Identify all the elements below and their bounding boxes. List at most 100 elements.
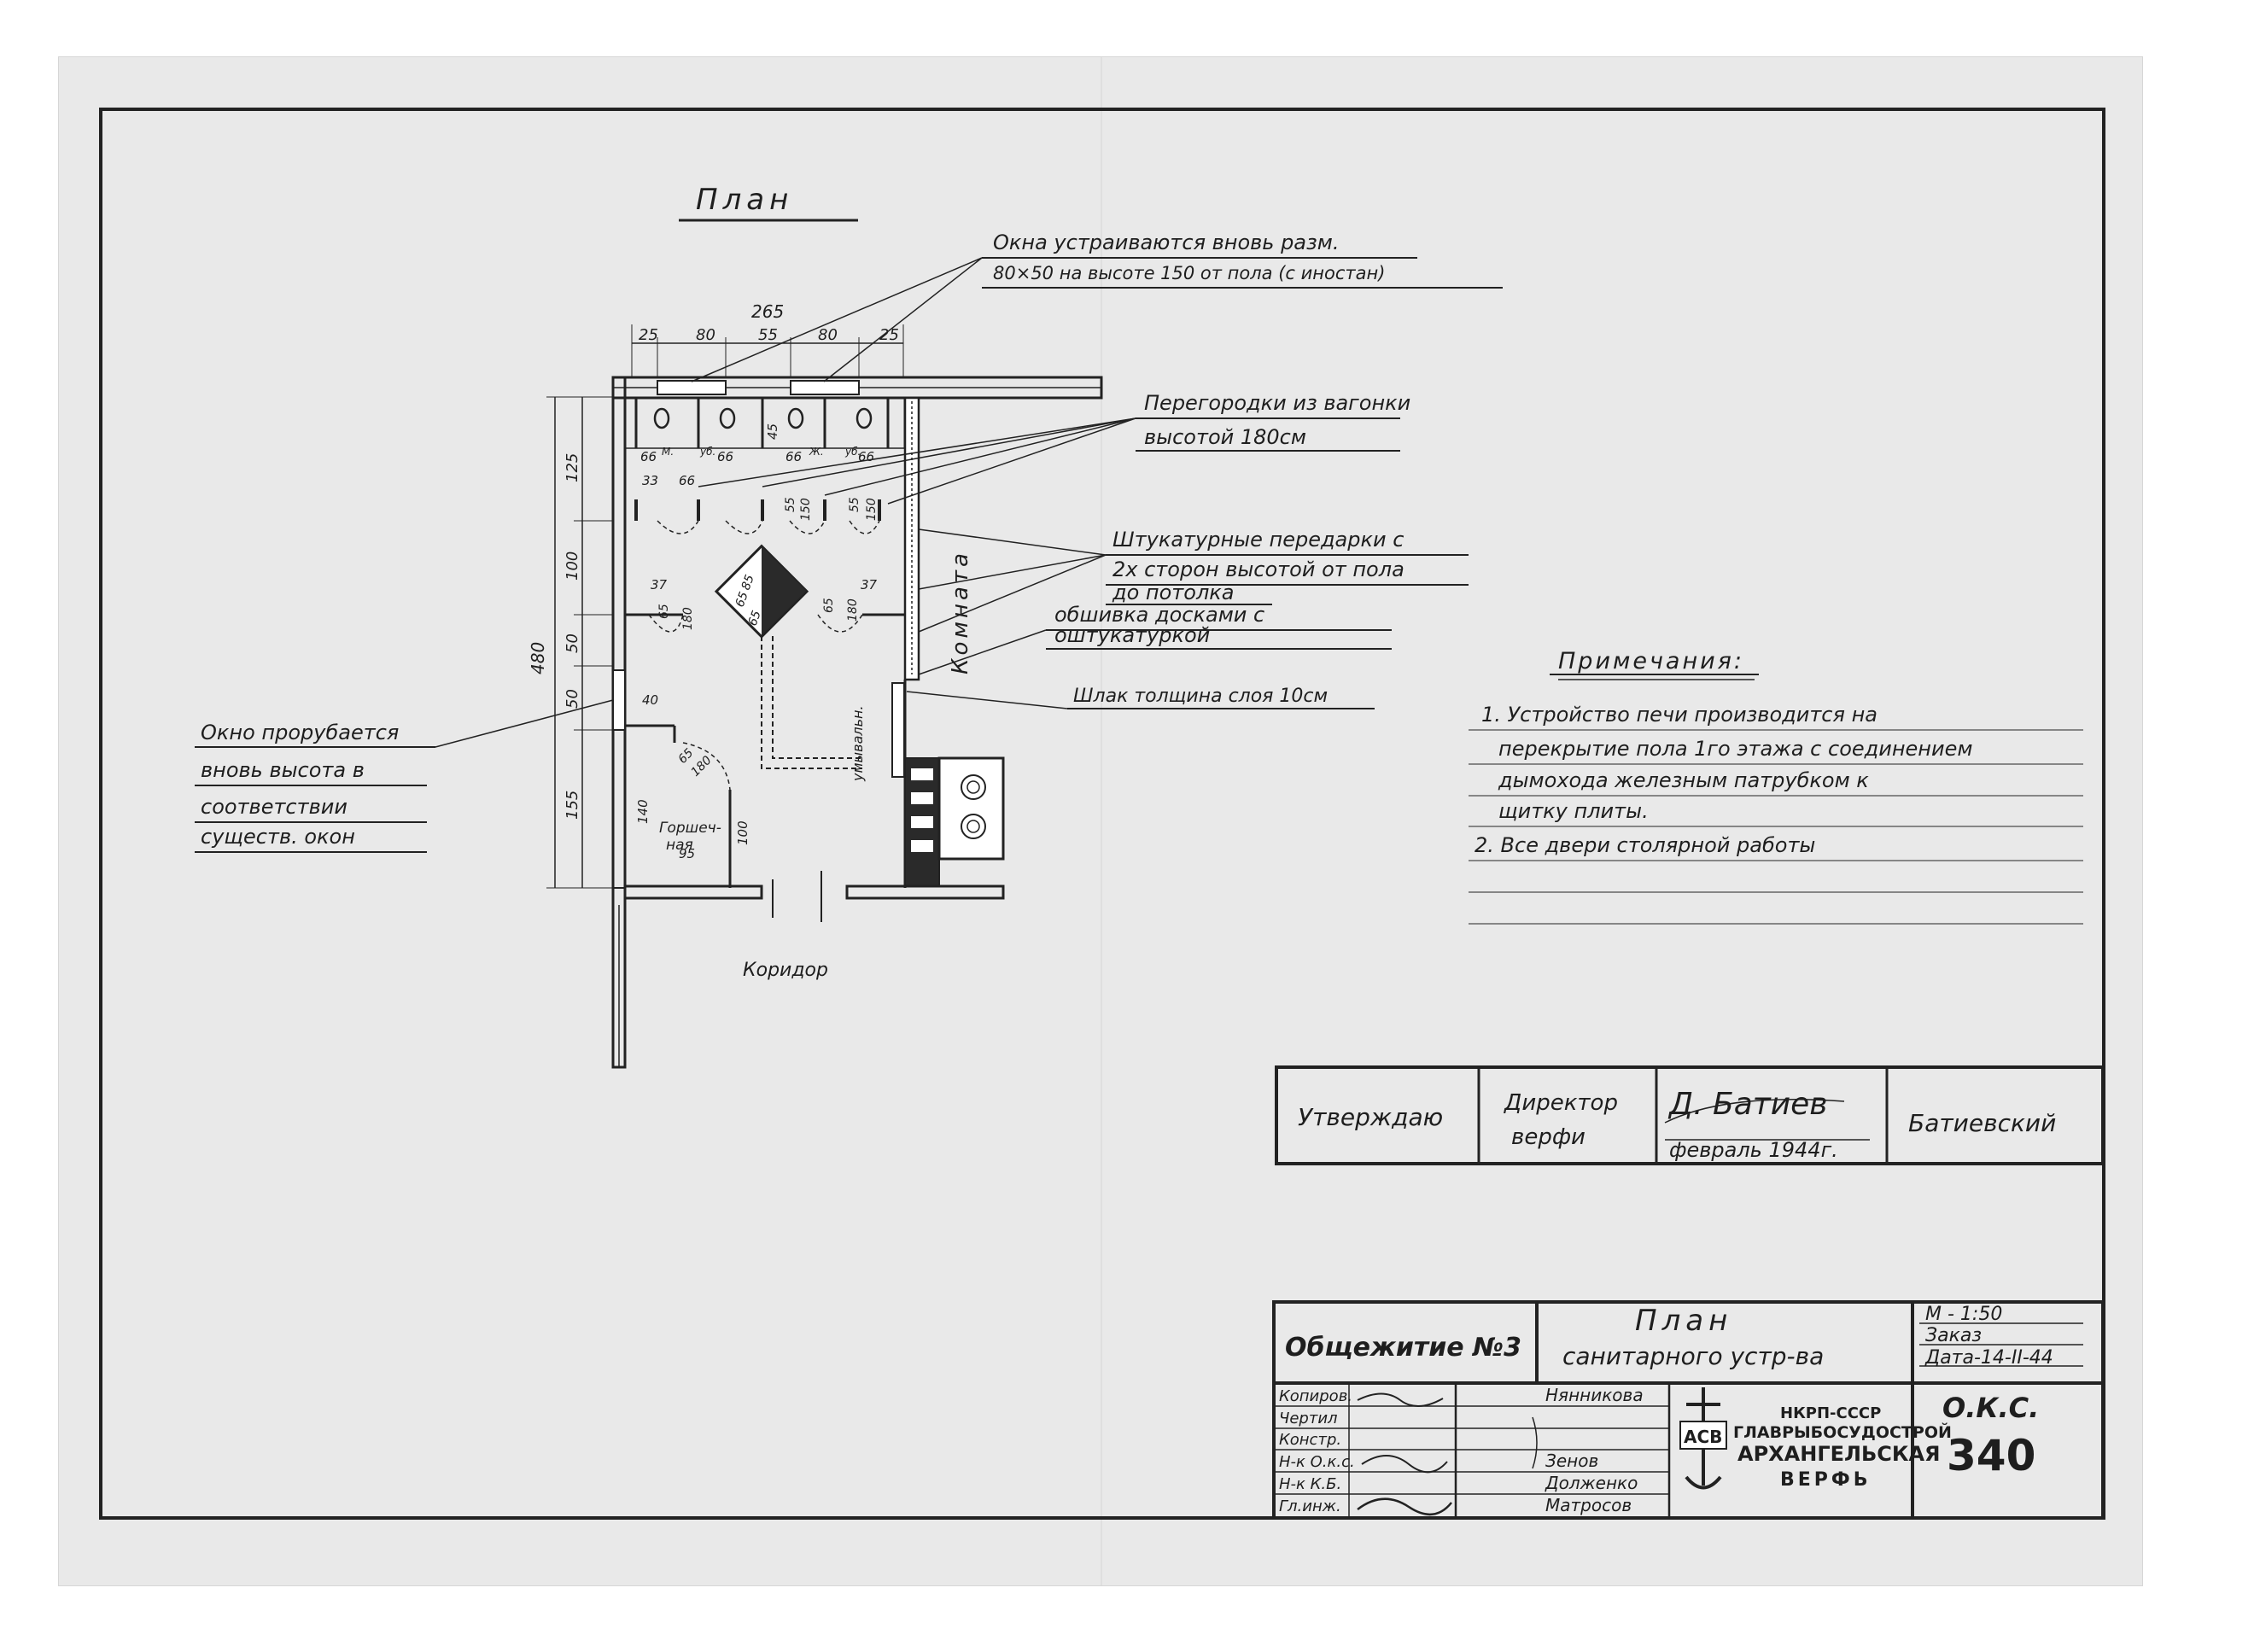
notes-line-1: 1. Устройство печи производится на — [1481, 703, 1877, 727]
window-cut-3: соответствии — [201, 795, 347, 819]
notes-line-4: щитку плиты. — [1498, 799, 1649, 823]
dim-left-b: 100 — [564, 552, 581, 581]
corridor-label: Коридор — [743, 960, 828, 981]
name-5: Матросов — [1545, 1495, 1632, 1515]
bottom-wall-left — [623, 884, 763, 900]
dim-left-a: 125 — [564, 453, 581, 482]
dim-stall-w2: 66 — [717, 449, 733, 464]
window-1 — [657, 380, 727, 395]
notes-line-5: 2. Все двери столярной работы — [1475, 833, 1815, 857]
object-name: Общежитие №3 — [1285, 1333, 1521, 1363]
plaster-note-3: до потолка — [1112, 581, 1235, 604]
callout-partitions: Перегородки из вагонки высотой 180см — [698, 391, 1410, 505]
plaster-note-5: оштукатуркой — [1054, 623, 1210, 647]
window-left — [612, 669, 626, 731]
dim-180b: 180 — [846, 598, 860, 622]
dim-37b: 37 — [861, 577, 878, 593]
plaster-note-2: 2х сторон высотой от пола — [1112, 557, 1404, 581]
director-name: Батиевский — [1908, 1109, 2056, 1137]
dim-stove-c: 65 — [746, 609, 764, 628]
drawing-title-2: санитарного устр-ва — [1562, 1342, 1824, 1370]
role-2: Констр. — [1279, 1431, 1341, 1449]
org-line-1: НКРП-СССР — [1780, 1404, 1881, 1422]
toilet-4 — [856, 407, 873, 429]
name-3: Зенов — [1545, 1451, 1598, 1471]
window-note-2: 80×50 на высоте 150 от пола (с иностан) — [993, 263, 1385, 283]
dept-code: О.К.С. — [1942, 1392, 2039, 1424]
name-4: Долженко — [1545, 1473, 1638, 1493]
role-5: Гл.инж. — [1279, 1497, 1341, 1515]
dim-stove-a: 65 — [733, 590, 751, 609]
dim-left-e: 155 — [564, 791, 581, 820]
approval-block: Утверждаю Директор верфи Д. Батиев февра… — [1275, 1065, 2105, 1165]
dim-45: 45 — [765, 423, 780, 440]
dim-top-total: 265 — [751, 301, 784, 322]
dim-100: 100 — [735, 820, 750, 845]
dim-150b: 150 — [865, 498, 879, 521]
dim-65b: 65 — [822, 598, 836, 613]
partition-note-2: высотой 180см — [1144, 425, 1306, 449]
dim-stall-w4: 66 — [858, 449, 874, 464]
toilet-1 — [653, 407, 670, 429]
dim-140: 140 — [635, 799, 651, 824]
callout-plaster: Штукатурные передарки с 2х сторон высото… — [918, 528, 1469, 675]
role-4: Н-к К.Б. — [1279, 1475, 1341, 1493]
slag-note: Шлак толщина слоя 10см — [1073, 686, 1328, 707]
window-cut-4: существ. окон — [201, 825, 355, 849]
sink-label: умывальн. — [850, 705, 866, 782]
dim-stall-m: М. — [662, 446, 674, 458]
name-0: Нянникова — [1545, 1385, 1644, 1405]
dim-left-total: 480 — [528, 642, 548, 674]
dim-stove-b: 85 — [739, 573, 757, 592]
date-field: Дата-14-II-44 — [1924, 1347, 2053, 1369]
dim-top-d: 80 — [818, 326, 838, 344]
dim-55b: 55 — [848, 497, 861, 512]
notes-line-2: перекрытие пола 1го этажа с соединением — [1498, 737, 1972, 761]
window-note-1: Окна устраиваются вновь разм. — [993, 231, 1340, 254]
role-0: Копиров. — [1279, 1387, 1352, 1405]
org-line-2: ГЛАВРЫБОСУДОСТРОЙ — [1733, 1422, 1952, 1442]
position-line-2: верфи — [1511, 1124, 1586, 1150]
dim-top-a: 25 — [639, 326, 658, 344]
signature-3 — [1361, 1455, 1448, 1474]
drawing-frame — [99, 108, 2105, 1520]
dimension-texts: 265 25 80 55 80 25 480 125 100 50 50 155… — [528, 301, 899, 861]
logo-letters: АСВ — [1684, 1427, 1722, 1447]
drawing-title-1: План — [1635, 1304, 1732, 1338]
dim-150a: 150 — [799, 498, 813, 521]
signature-5 — [1357, 1497, 1452, 1515]
callout-slag: Шлак толщина слоя 10см — [906, 686, 1375, 709]
org-line-3: АРХАНГЕЛЬСКАЯ — [1737, 1442, 1941, 1466]
plaster-note-4: обшивка досками с — [1054, 603, 1264, 627]
dim-stall-u1: уб. — [699, 446, 715, 458]
dim-65a: 65 — [657, 604, 671, 619]
dim-top-c: 55 — [758, 326, 778, 344]
approval-date: февраль 1944г. — [1669, 1138, 1838, 1162]
title-block: Общежитие №3 План санитарного устр-ва М … — [1272, 1300, 2105, 1520]
position-line-1: Директор — [1504, 1090, 1618, 1116]
dim-65c: 65 — [676, 746, 697, 767]
notes-block: Примечания: 1. Устройство печи производи… — [1469, 648, 2083, 925]
partition-note-1: Перегородки из вагонки — [1144, 391, 1410, 415]
callout-window-new: Окна устраиваются вновь разм. 80×50 на в… — [691, 231, 1503, 382]
dim-66: 66 — [679, 473, 695, 488]
dim-stall-u2: уб. — [844, 446, 861, 458]
dim-left-c: 50 — [564, 633, 581, 653]
drawing-number: 340 — [1947, 1431, 2035, 1480]
director-signature: Д. Батиев — [1667, 1087, 1828, 1122]
dim-95: 95 — [679, 846, 695, 861]
stove-plate — [937, 756, 1005, 861]
pot-room-label-2: ная — [666, 837, 693, 854]
window-cut-1: Окно прорубается — [201, 721, 399, 744]
dim-top-b: 80 — [696, 326, 715, 344]
dim-stall-zh: Ж. — [809, 446, 824, 458]
notes-title: Примечания: — [1558, 648, 1744, 674]
dim-180a: 180 — [681, 607, 695, 630]
dimension-lines — [546, 324, 904, 889]
signature-0 — [1357, 1392, 1444, 1407]
dim-40: 40 — [642, 692, 658, 708]
toilet-2 — [719, 407, 736, 429]
role-3: Н-к О.к.с. — [1279, 1453, 1355, 1471]
approve-label: Утверждаю — [1298, 1103, 1443, 1131]
